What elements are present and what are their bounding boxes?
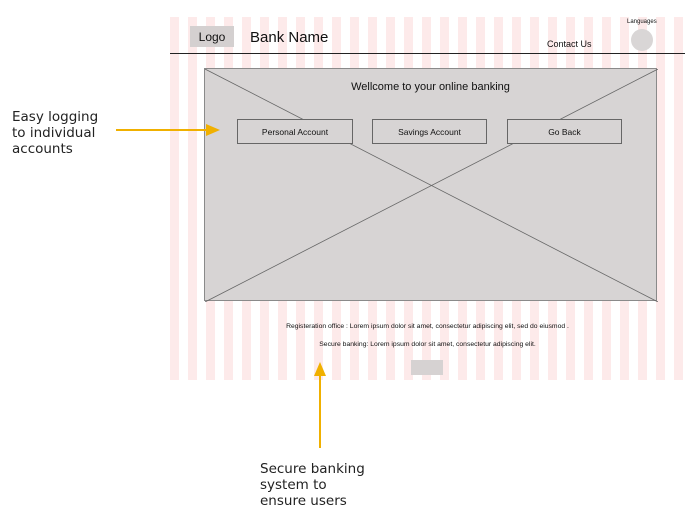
secure-banking-text: Secure banking: Lorem ipsum dolor sit am…	[319, 341, 536, 348]
footer-button[interactable]	[411, 360, 443, 375]
language-selector-button[interactable]	[631, 29, 653, 51]
annotation-left-line: to individual	[12, 125, 96, 141]
annotation-left-line: Easy logging	[12, 109, 99, 125]
hero-title: Wellcome to your online banking	[351, 81, 510, 93]
contact-us-link[interactable]: Contact Us	[547, 39, 592, 49]
savings-account-button[interactable]: Savings Account	[372, 119, 487, 144]
annotation-bottom-line: Secure banking	[260, 461, 365, 477]
languages-label: Languages	[627, 19, 657, 25]
bank-name: Bank Name	[250, 29, 329, 46]
placeholder-cross-icon	[205, 69, 658, 302]
logo[interactable]: Logo	[190, 26, 234, 47]
logo-label: Logo	[198, 29, 226, 44]
personal-account-button[interactable]: Personal Account	[237, 119, 353, 144]
annotation-bottom-note: Secure banking system to ensure users	[260, 461, 365, 509]
arrow-right-icon	[206, 124, 220, 136]
annotation-left-note: Easy logging to individual accounts	[12, 109, 98, 157]
registration-office-text: Registeration office : Lorem ipsum dolor…	[286, 323, 569, 330]
hero-image-placeholder: Wellcome to your online banking Personal…	[204, 68, 658, 302]
header-divider	[170, 53, 685, 54]
annotation-left-line: accounts	[12, 141, 73, 157]
annotation-bottom-line: system to	[260, 477, 327, 493]
go-back-button[interactable]: Go Back	[507, 119, 622, 144]
arrow-up-icon	[314, 362, 326, 376]
annotation-bottom-line: ensure users	[260, 493, 347, 509]
